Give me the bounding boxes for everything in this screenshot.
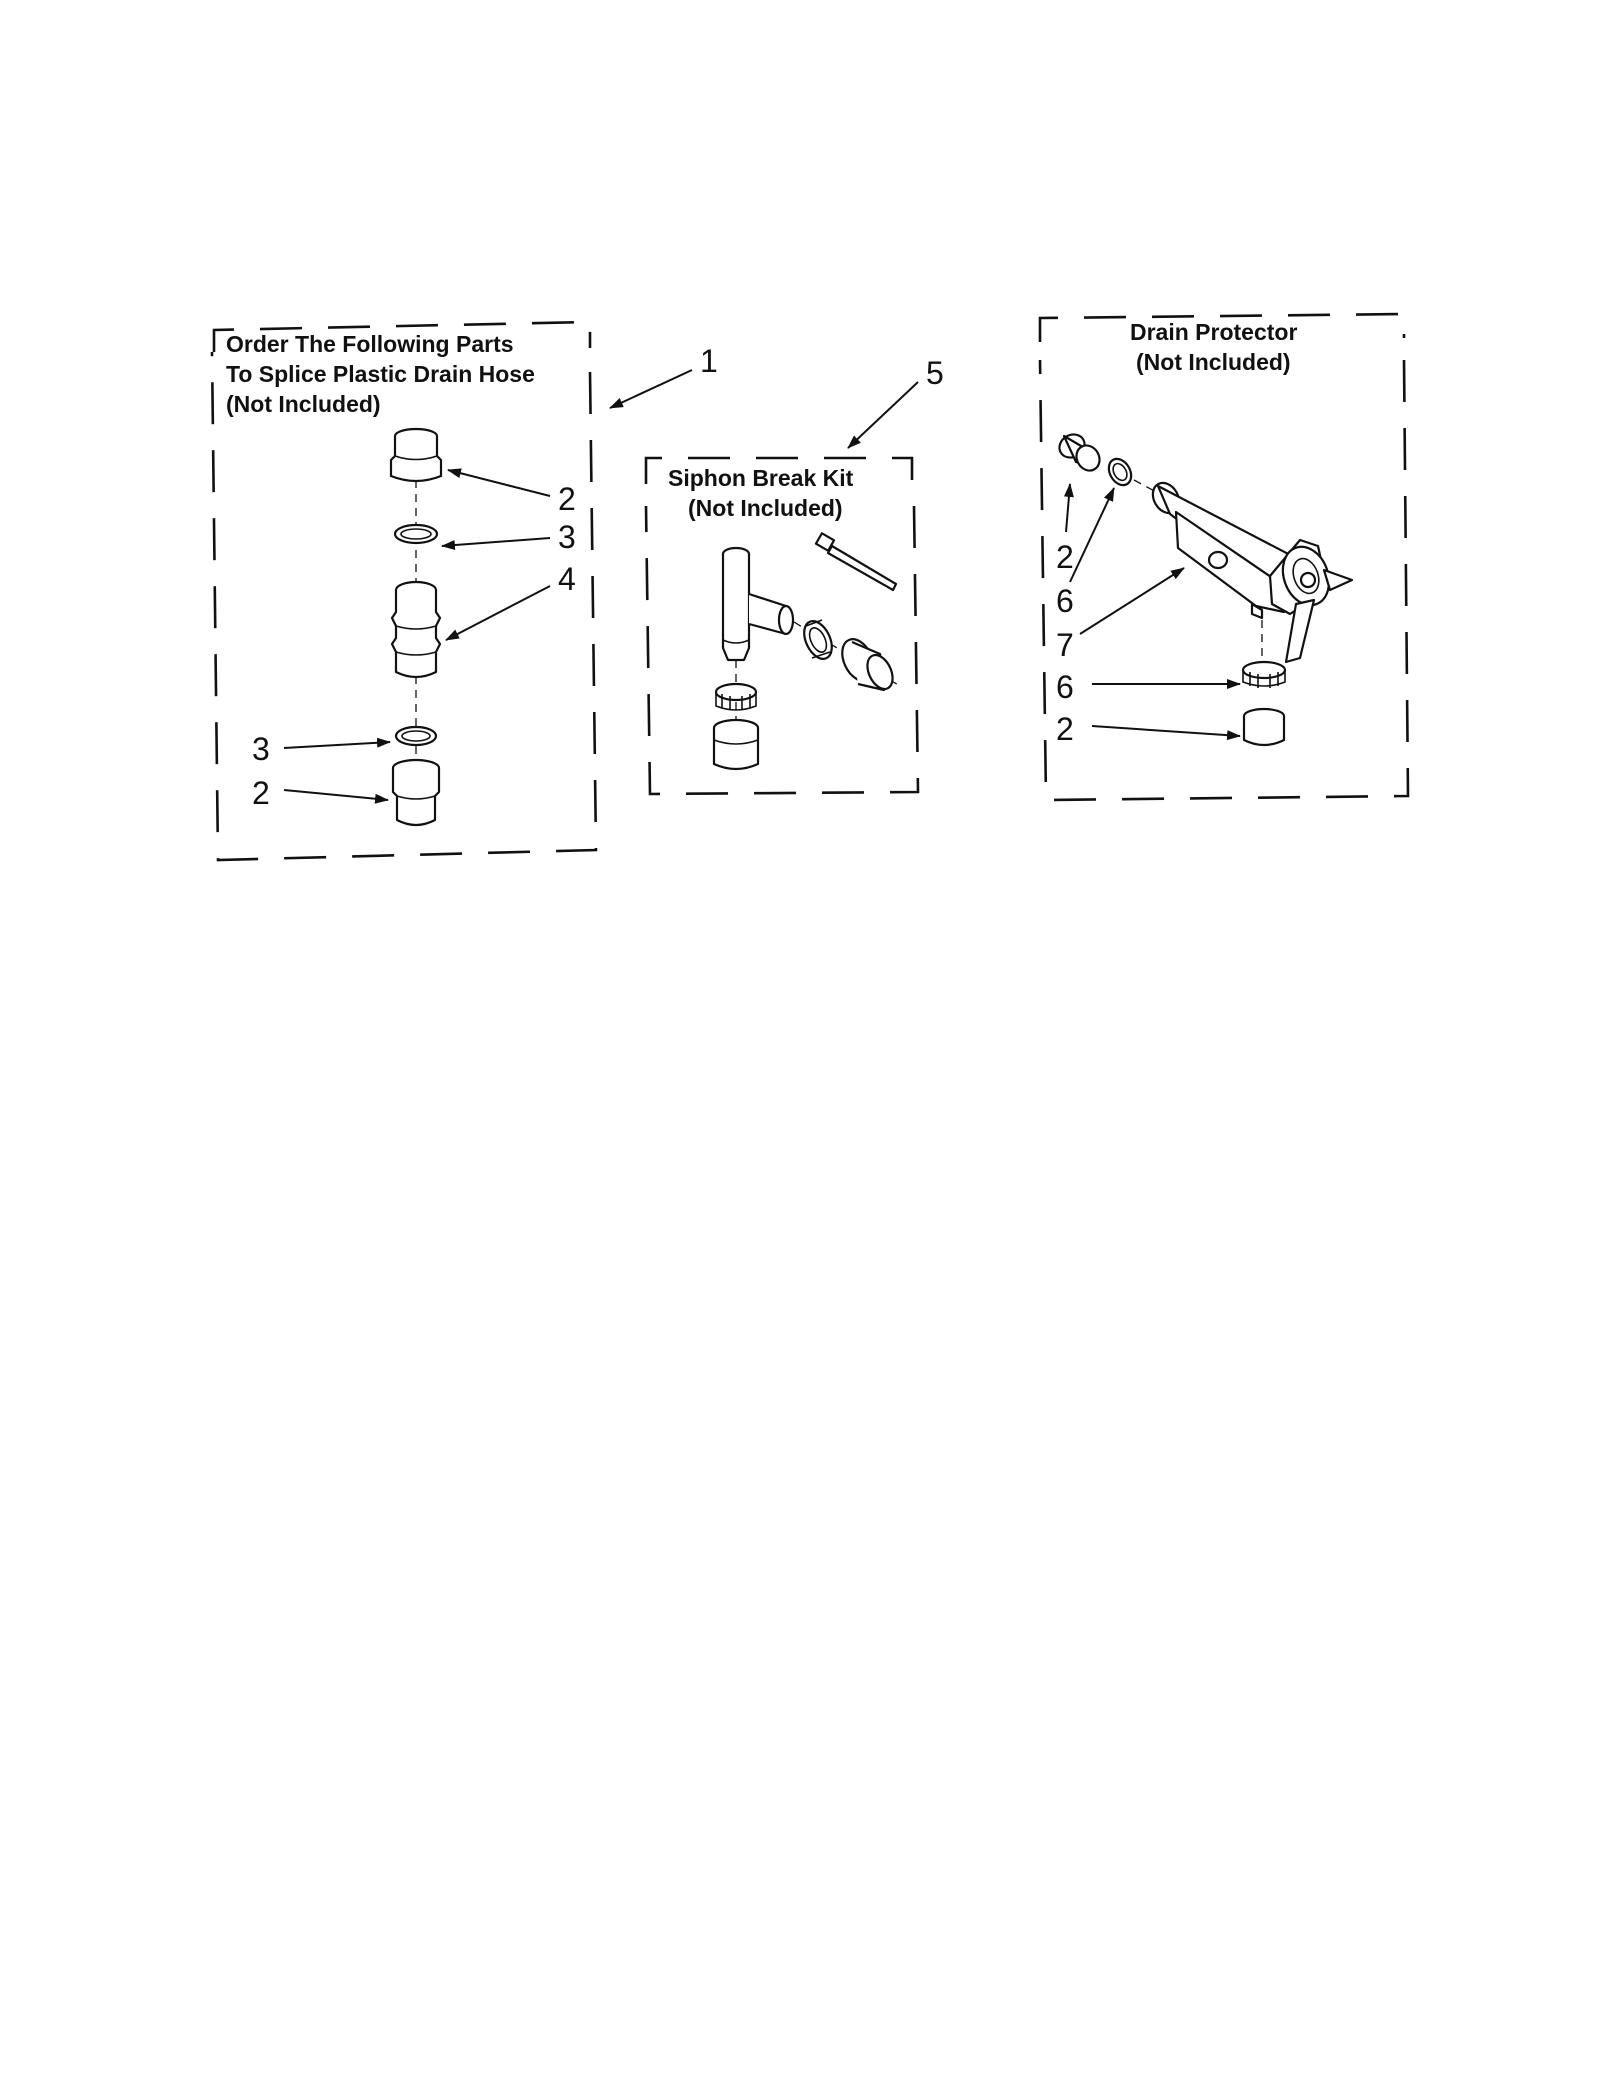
- callout-splice-2-bottom: 2: [252, 775, 270, 811]
- callout-protector-2-top: 2: [1056, 539, 1074, 575]
- splice-kit-group: Order The Following Parts To Splice Plas…: [210, 320, 718, 862]
- bushing-part-bottom: [391, 758, 441, 827]
- siphon-kit-boundary: [644, 456, 920, 796]
- callout-protector-6-top-leader: [1069, 487, 1115, 583]
- callout-7-leader: [1079, 567, 1185, 635]
- callout-5-leader: [847, 381, 919, 449]
- drain-protector-boundary: [1038, 312, 1410, 802]
- callout-protector-6-bottom: 6: [1056, 669, 1074, 705]
- callout-7: 7: [1056, 627, 1074, 663]
- callout-protector-2-top-leader: [1063, 483, 1074, 533]
- callout-splice-4: 4: [558, 561, 576, 597]
- siphon-clamp-vertical: [714, 682, 758, 711]
- siphon-bushing-horizontal: [841, 638, 894, 692]
- callout-protector-2-bottom-leader: [1091, 725, 1241, 741]
- callout-1-leader: [609, 369, 693, 409]
- bushing-part-top: [389, 427, 443, 483]
- callout-protector-2-bottom: 2: [1056, 711, 1074, 747]
- siphon-kit-title-line-2: (Not Included): [688, 495, 843, 521]
- siphon-kit-title-line-1: Siphon Break Kit: [668, 465, 854, 491]
- callout-splice-3-bottom: 3: [252, 731, 270, 767]
- siphon-bushing-vertical: [712, 718, 760, 771]
- drain-protector-title-line-1: Drain Protector: [1130, 319, 1297, 345]
- callout-splice-3-top: 3: [558, 519, 576, 555]
- callout-splice-2-top: 2: [558, 481, 576, 517]
- drain-protector-title-line-2: (Not Included): [1136, 349, 1291, 375]
- splice-kit-title-line-1: Order The Following Parts: [226, 331, 514, 357]
- protector-bushing-bottom: [1242, 707, 1286, 747]
- callout-splice-4-leader: [445, 585, 551, 641]
- siphon-cable-tie: [814, 532, 898, 592]
- callout-protector-6-top: 6: [1056, 583, 1074, 619]
- siphon-clamp-horizontal: [803, 619, 833, 660]
- clamp-ring-part-top: [393, 523, 439, 545]
- protector-clamp-top: [1107, 457, 1133, 487]
- protector-bushing-top: [1058, 433, 1101, 472]
- protector-clamp-bottom: [1241, 660, 1287, 688]
- splice-kit-title-line-2: To Splice Plastic Drain Hose: [226, 361, 535, 387]
- hose-connector-part: [390, 580, 442, 679]
- drain-protector-body: [1151, 481, 1354, 664]
- splice-kit-title-line-3: (Not Included): [226, 391, 381, 417]
- callout-splice-2-bottom-leader: [283, 789, 389, 804]
- callout-splice-3-top-leader: [441, 537, 551, 551]
- callout-1: 1: [700, 343, 718, 379]
- protector-centerline: [1133, 479, 1161, 495]
- callout-5: 5: [926, 355, 944, 391]
- siphon-break-kit-group: Siphon Break Kit (Not Included): [644, 355, 944, 796]
- callout-splice-2-top-leader: [447, 468, 551, 497]
- callout-splice-3-bottom-leader: [283, 737, 391, 749]
- siphon-tee-fitting: [721, 546, 795, 662]
- clamp-ring-part-bottom: [394, 725, 438, 747]
- drain-protector-group: Drain Protector (Not Included): [1038, 312, 1410, 802]
- splice-kit-boundary: [210, 320, 598, 862]
